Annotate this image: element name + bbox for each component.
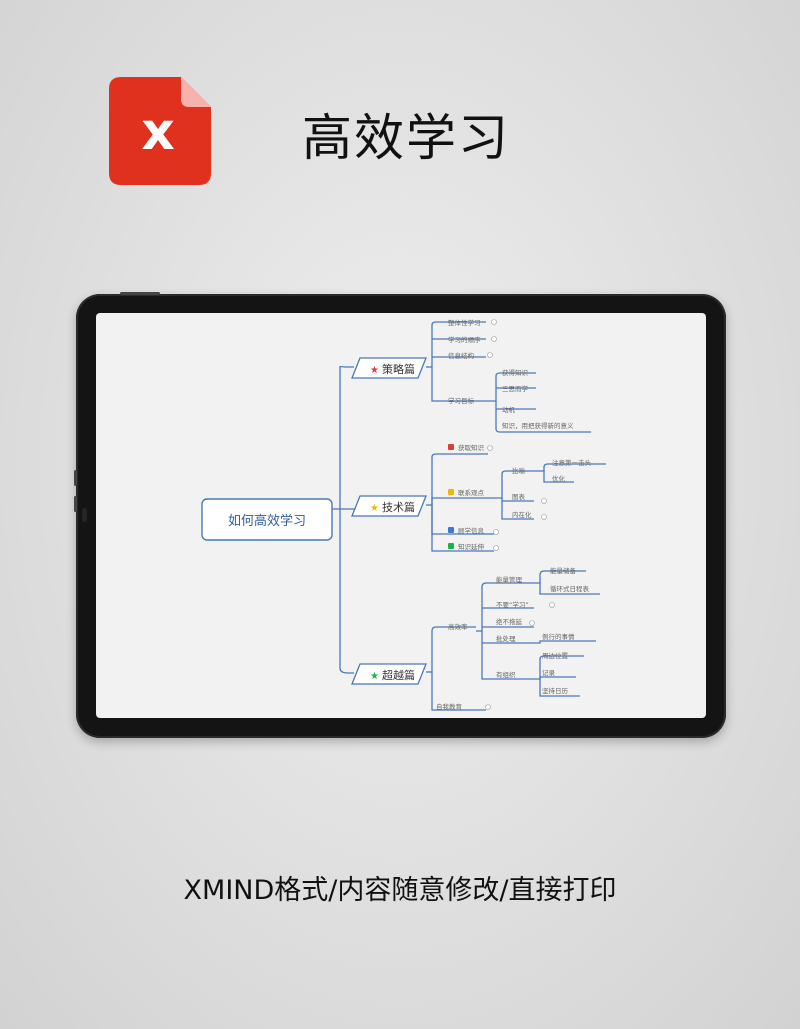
branch-technique-label: 技术篇 [382,500,415,514]
branch-strategy-label: 策略篇 [382,362,415,376]
subtopic-label[interactable]: 绝不拖延 [496,617,523,626]
subtopic-label[interactable]: 三思而学 [502,384,529,393]
expand-icon[interactable] [549,602,555,608]
expand-icon[interactable] [493,545,499,551]
subtopic-label[interactable]: 记录 [542,669,556,677]
expand-icon[interactable] [485,704,491,710]
subtopic-label[interactable]: 有组织 [496,670,516,679]
subtopic-label[interactable]: 注意第一击头 [552,458,592,467]
subtopic-label[interactable]: 知识，用把获得新的意义 [502,421,574,430]
mindmap-screen: 如何高效学习 ★ 策略篇 ★ 技术篇 ★ 超越篇 整体性学习 学习的顺序 信息结… [96,313,706,718]
subtopic-label[interactable]: 能量储备 [550,566,577,575]
expand-icon[interactable] [541,514,547,520]
subtopic-label[interactable]: 例行的事情 [542,632,575,641]
expand-icon[interactable] [541,498,547,504]
footer-caption: XMIND格式/内容随意修改/直接打印 [183,875,617,906]
subtopic-label[interactable]: 内在化 [512,510,532,519]
expand-icon[interactable] [491,319,497,325]
priority-4-icon [448,543,454,549]
subtopic-label[interactable]: 图表 [512,492,526,501]
priority-2-icon [448,489,454,495]
star-red-icon: ★ [370,365,379,376]
topic-label[interactable]: 获取知识 [458,443,485,452]
camera-dot [82,508,87,522]
app-icon-letter: x [141,102,175,162]
tablet-top-button [120,292,160,295]
mindmap-connectors [332,321,606,711]
star-yellow-icon: ★ [370,503,379,514]
subtopic-label[interactable]: 坚持日历 [542,686,569,695]
root-label: 如何高效学习 [228,513,306,529]
branch-beyond[interactable]: ★ 超越篇 [351,663,427,685]
topic-label[interactable]: 学习的顺序 [448,335,481,344]
subtopic-label[interactable]: 不要“学习” [496,600,529,609]
root-node[interactable]: 如何高效学习 [201,498,333,541]
mindmap-canvas: 如何高效学习 ★ 策略篇 ★ 技术篇 ★ 超越篇 整体性学习 学习的顺序 信息结… [201,318,606,711]
xmind-file-icon: x [109,77,211,185]
topic-label[interactable]: 整体性学习 [448,318,481,327]
branch-technique[interactable]: ★ 技术篇 [351,495,427,517]
star-green-icon: ★ [370,671,379,682]
subtopic-label[interactable]: 能量管理 [496,575,523,584]
priority-1-icon [448,444,454,450]
subtopic-label[interactable]: 比喻 [512,466,526,475]
topic-label[interactable]: 顾学信息 [458,526,485,535]
topic-label[interactable]: 高效率 [448,622,468,631]
expand-icon[interactable] [487,445,493,451]
collapse-indicators [485,319,555,710]
page-title: 高效学习 [302,109,510,167]
subtopic-label[interactable]: 批处理 [496,634,516,643]
branch-beyond-label: 超越篇 [382,668,415,682]
priority-3-icon [448,527,454,533]
topic-label[interactable]: 自我教育 [436,702,463,711]
branch-strategy[interactable]: ★ 策略篇 [351,357,427,379]
topic-label[interactable]: 学习目标 [448,396,475,405]
tablet-side-button [74,470,77,486]
expand-icon[interactable] [493,529,499,535]
expand-icon[interactable] [529,620,535,626]
tablet-side-button [74,496,77,512]
subtopic-label[interactable]: 循环式日程表 [550,584,590,593]
subtopic-label[interactable]: 动机 [502,405,516,414]
subtopic-label[interactable]: 周边位置 [542,651,569,660]
topic-label[interactable]: 信息结构 [448,351,475,360]
topic-label[interactable]: 知识延伸 [458,542,485,551]
subtopic-label[interactable]: 优化 [552,474,566,483]
subtopic-label[interactable]: 获得知识 [502,368,529,377]
expand-icon[interactable] [487,352,493,358]
expand-icon[interactable] [491,336,497,342]
topic-label[interactable]: 联系观点 [458,488,485,497]
